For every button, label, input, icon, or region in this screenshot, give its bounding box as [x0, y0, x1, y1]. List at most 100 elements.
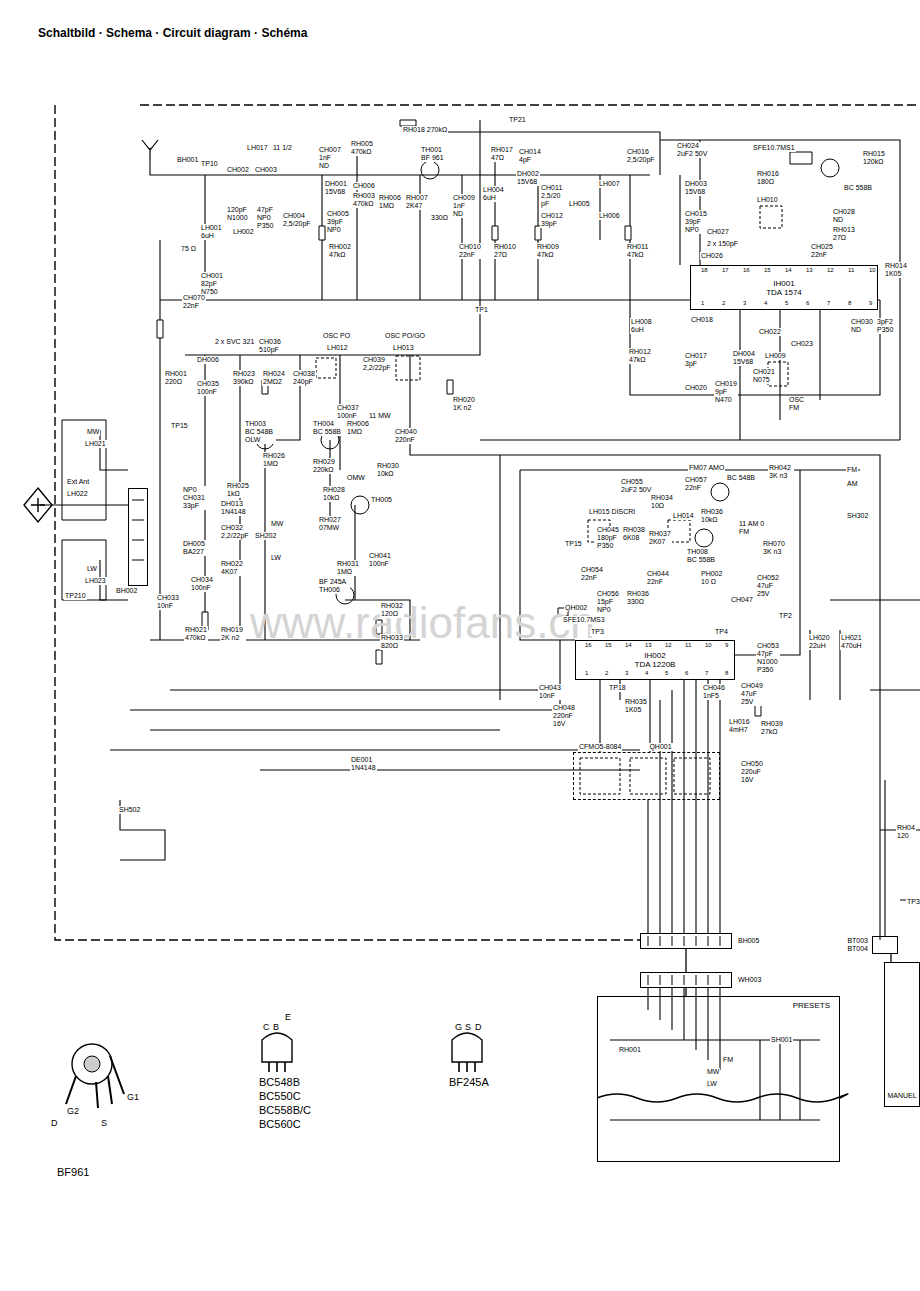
component-label: DH003 15V68 [684, 180, 708, 196]
component-label: RH042 3K n3 [768, 464, 794, 480]
connector-box: WH003 [640, 972, 732, 988]
component-label: RH035 1K05 [624, 698, 648, 714]
component-label: 75 Ω [180, 245, 197, 253]
component-label: SH001 [770, 1036, 793, 1044]
component-label: CH027 [706, 228, 730, 236]
component-label: RH006 1MΩ [378, 194, 402, 210]
component-label: LH013 [392, 344, 415, 352]
node-text: BH002 [115, 587, 138, 595]
component-label: DH005 BA227 [182, 540, 206, 556]
component-label: DH006 [196, 356, 220, 364]
component-label: LH009 [764, 352, 787, 360]
component-label: CH015 39pF NP0 [684, 210, 708, 234]
component-label: TP1 [474, 306, 489, 314]
component-label: CH049 47uF 25V [740, 682, 764, 706]
component-label: TP21 [508, 116, 527, 124]
component-label: SH302 [846, 512, 869, 520]
component-label: BF 245A TH006 [318, 578, 350, 594]
component-label: OSC FM [788, 396, 805, 412]
component-label: LH022 [66, 490, 89, 498]
node-text: BT003 [846, 937, 869, 945]
component-label: RH001 220Ω [164, 370, 188, 386]
component-label: CH033 10nF [156, 594, 180, 610]
pin-number: 6 [805, 300, 810, 307]
component-label: TP10 [200, 160, 219, 168]
pin-number: 3 [742, 300, 747, 307]
component-label: LH006 [598, 212, 621, 220]
presets-panel: PRESETS [597, 996, 840, 1162]
pin-number: 13 [805, 267, 814, 274]
component-label: LH012 [326, 344, 349, 352]
node-text: TDA 1220B [634, 660, 677, 669]
bf961-outline [72, 1044, 112, 1084]
component-label: CH041 100nF [368, 552, 392, 568]
component-label: CH006 [352, 182, 376, 190]
pin-number: 10 [704, 642, 713, 649]
component-label: TP3 [906, 898, 920, 906]
component-label: OSC PO/GO [384, 332, 426, 340]
connector-box: BH002 [128, 488, 148, 586]
node-text: WH003 [737, 976, 762, 984]
component-label: Ext Ant [66, 478, 90, 486]
component-label: LW [706, 1080, 718, 1088]
to92-legs [269, 1062, 475, 1072]
component-label: CH024 2uF2 50V [676, 142, 714, 158]
component-label: DH004 15V68 [732, 350, 756, 366]
pin-number: 12 [664, 642, 673, 649]
pin-number: 12 [826, 267, 835, 274]
component-label: CH056 15pF NP0 [596, 590, 624, 614]
component-label: FM [722, 1056, 734, 1064]
component-label: G1 [126, 1092, 140, 1102]
component-label: TP18 [608, 684, 627, 692]
pin-number: 9 [868, 300, 873, 307]
component-label: RH007 2K47 [405, 194, 429, 210]
component-label: TH004 BC 558B [312, 420, 344, 436]
component-label: RH005 470kΩ [350, 140, 374, 156]
component-label: SH502 [118, 806, 141, 814]
component-label: TP4 [714, 628, 729, 636]
component-label: LH001 6uH [200, 224, 223, 240]
component-label: LH015 DISCRI [588, 508, 636, 516]
pin-number: 4 [763, 300, 768, 307]
component-label: RH016 180Ω [756, 170, 780, 186]
component-label: CH016 2,5/20pF [626, 148, 656, 164]
pin-number: 2 [721, 300, 726, 307]
node-text: BT004 [846, 945, 869, 953]
pin-number: 4 [644, 670, 649, 677]
pin-number: 16 [584, 642, 593, 649]
transistor-symbol [695, 529, 713, 547]
node-text-block: BH005 [737, 937, 760, 945]
component-label: G2 [66, 1106, 80, 1116]
component-label: CH054 22nF [580, 566, 604, 582]
component-label: CH018 [690, 316, 714, 324]
component-label: AM [846, 480, 859, 488]
component-label: RH020 1K n2 [452, 396, 478, 412]
component-label: 11 AM 0 FM [738, 520, 766, 536]
component-label: 11 1/2 [272, 144, 293, 152]
pin-number: 2 [604, 670, 609, 677]
component-label: D [50, 1118, 59, 1128]
filter-symbol [558, 152, 812, 616]
component-label: MW [706, 1068, 720, 1076]
component-label: MW [270, 520, 284, 528]
component-label: LH023 [84, 577, 107, 585]
component-label: RH032 120Ω [380, 602, 404, 618]
component-label: TH003 BC 548B OLW [244, 420, 276, 444]
component-label: D [474, 1022, 483, 1032]
component-label: TP210 [64, 592, 87, 600]
component-label: CH050 220uF 16V [740, 760, 764, 784]
bf961-legs [66, 1056, 124, 1108]
pin-number: 1 [700, 300, 705, 307]
component-label: RH023 390kΩ [232, 370, 256, 386]
component-label: NP0 CH031 33pF [182, 486, 206, 510]
component-label: RH006 1MΩ [346, 420, 370, 436]
pin-number: 14 [624, 642, 633, 649]
component-label: MW [86, 428, 100, 436]
pin-number: 5 [784, 300, 789, 307]
component-label: RH036 330Ω [626, 590, 650, 606]
component-label: RH019 2K n2 [220, 626, 246, 642]
component-label: RH031 1MΩ [336, 560, 360, 576]
component-label: RH001 [618, 1046, 642, 1054]
component-label: RH025 1kΩ [226, 482, 250, 498]
